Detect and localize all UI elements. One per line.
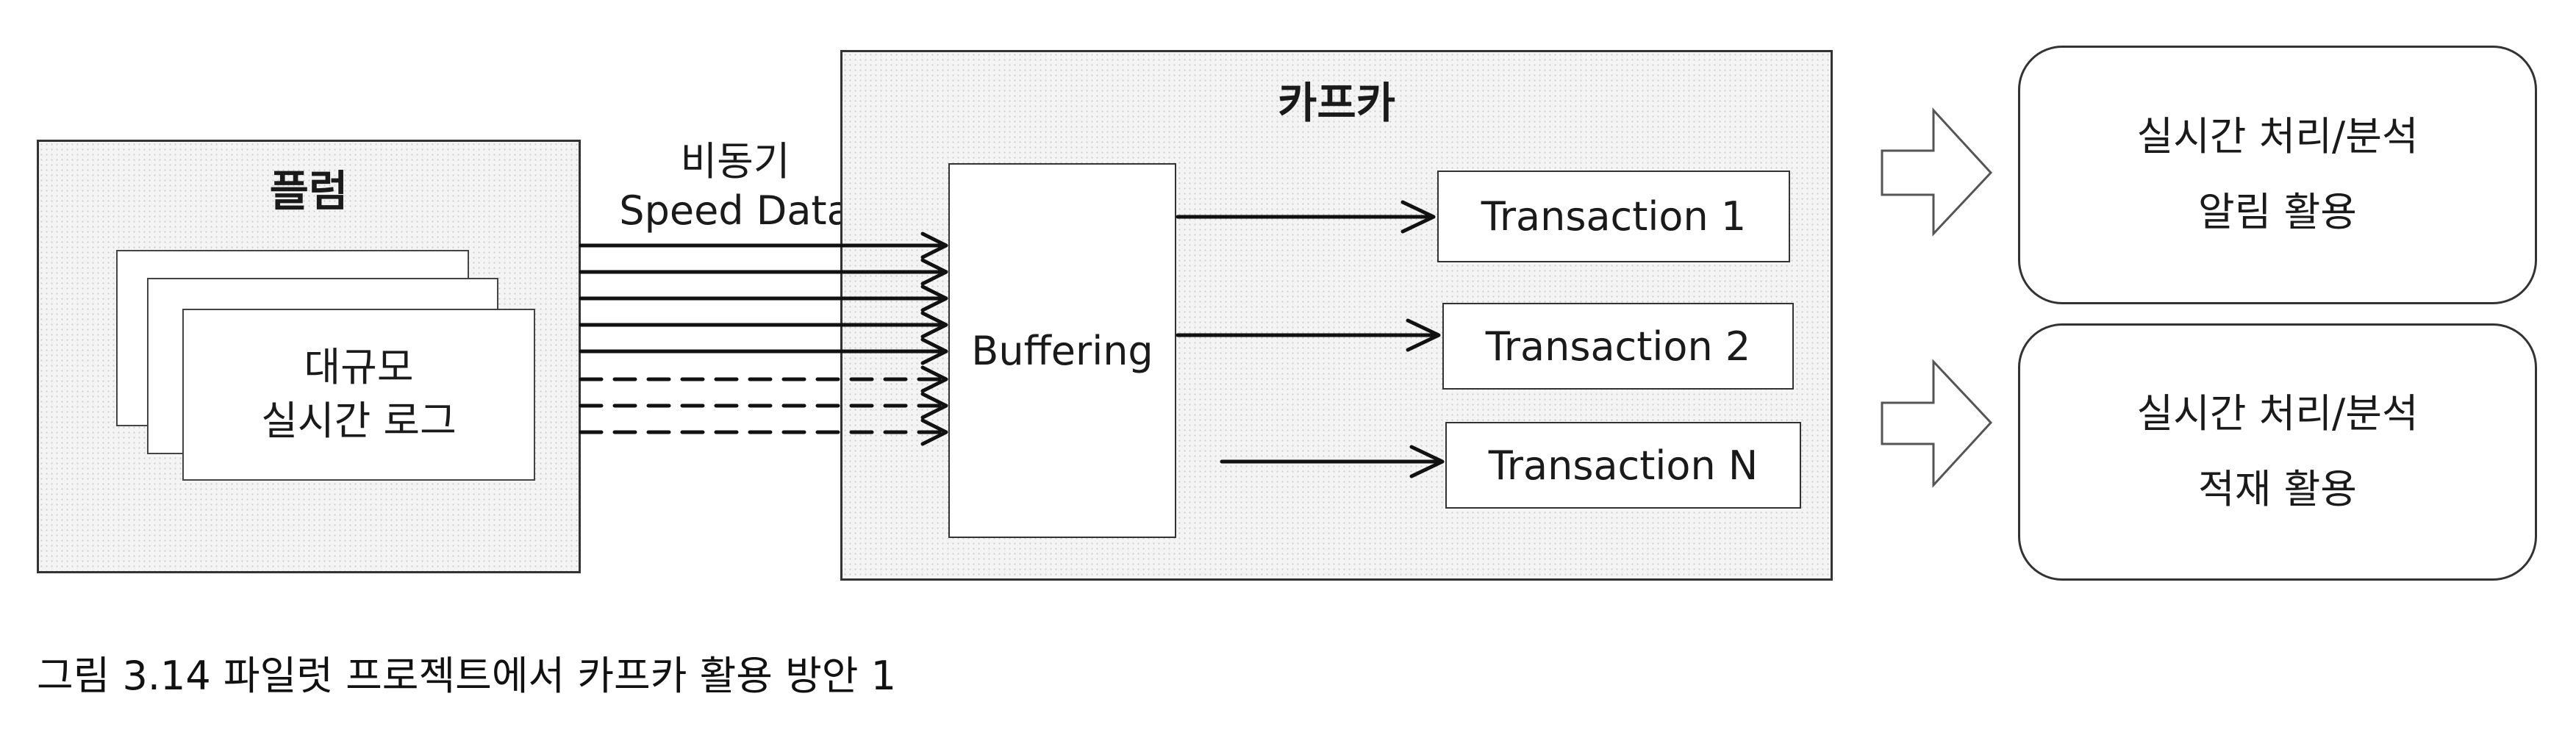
buffer-to-tx1-head	[1400, 200, 1436, 234]
stream-arrowhead-1	[920, 232, 948, 259]
log-label-line1: 대규모	[304, 344, 414, 391]
log-sheet-front: 대규모 실시간 로그	[182, 309, 535, 481]
output-alert-line1: 실시간 처리/분석	[2136, 113, 2419, 160]
transaction-box-2: Transaction 2	[1442, 303, 1794, 390]
output-alert-line2: 알림 활용	[2198, 189, 2357, 235]
block-arrow-to-alert	[1881, 107, 1993, 237]
async-label-line1: 비동기	[680, 137, 790, 184]
output-storage-line2: 적재 활용	[2198, 466, 2357, 512]
output-box-storage: 실시간 처리/분석 적재 활용	[2018, 323, 2537, 581]
block-arrow-to-storage	[1881, 359, 1993, 488]
buffering-box: Buffering	[948, 163, 1176, 538]
figure-caption: 그림 3.14 파일럿 프로젝트에서 카프카 활용 방안 1	[37, 653, 896, 699]
output-box-alert: 실시간 처리/분석 알림 활용	[2018, 46, 2537, 304]
stream-arrowhead-dashed-3	[920, 418, 948, 446]
buffer-to-txn-head	[1409, 445, 1445, 478]
stream-arrowhead-2	[920, 258, 948, 286]
buffer-to-tx2-head	[1406, 318, 1441, 352]
stream-arrowhead-dashed-2	[920, 392, 948, 420]
plum-title: 플럼	[269, 166, 348, 216]
async-label: 비동기 Speed Data	[566, 131, 904, 241]
stream-arrowhead-5	[920, 337, 948, 365]
transaction-box-1: Transaction 1	[1437, 171, 1790, 262]
stream-arrowhead-dashed-1	[920, 365, 948, 393]
stream-arrowhead-3	[920, 284, 948, 312]
transaction-box-n: Transaction N	[1445, 422, 1801, 509]
async-label-line2: Speed Data	[619, 187, 851, 234]
stream-arrowhead-4	[920, 311, 948, 339]
log-label-line2: 실시간 로그	[261, 398, 457, 444]
kafka-title: 카프카	[1277, 78, 1396, 128]
output-storage-line1: 실시간 처리/분석	[2136, 390, 2419, 437]
